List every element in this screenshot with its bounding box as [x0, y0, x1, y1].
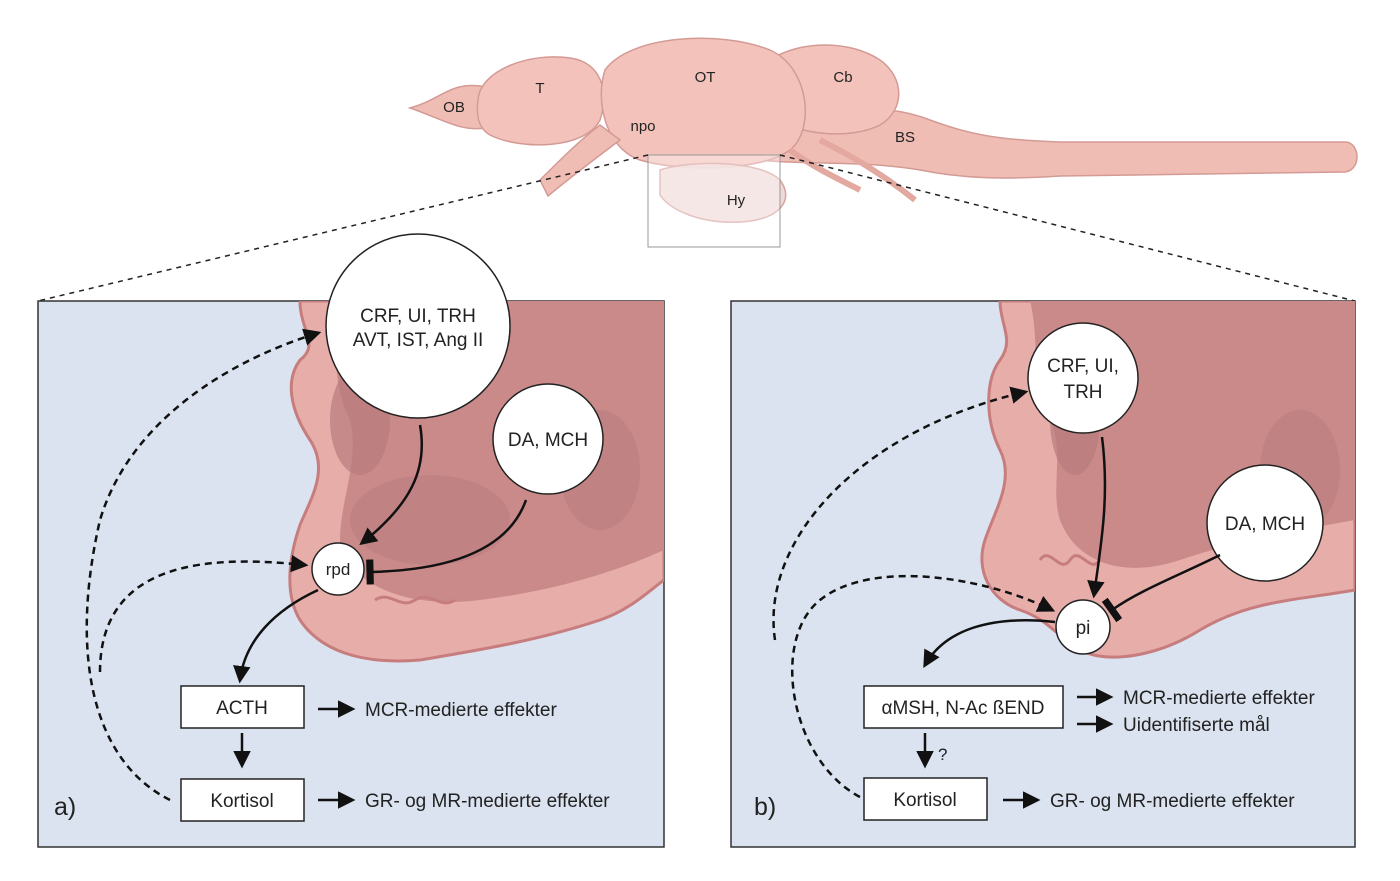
hormone-box-a	[180, 685, 305, 729]
hypothalamic-factors-node-b	[1027, 322, 1139, 434]
stimulation-arrow-a	[359, 424, 424, 546]
label-t: T	[535, 80, 544, 97]
feedback-pi-b	[791, 574, 1056, 799]
cortisol-effect-b: GR- og MR-medierte effekter	[1050, 791, 1295, 812]
optic-tectum	[600, 37, 807, 169]
brainstem	[759, 107, 1358, 179]
stimulation-arrow-b	[1087, 436, 1107, 599]
panel-tag-a: a)	[54, 793, 76, 821]
label-npo: npo	[630, 118, 655, 135]
hormone-effect-2-b: Uidentifiserte mål	[1123, 715, 1270, 736]
cortisol-label-a: Kortisol	[210, 791, 273, 812]
inhibitor-node-a	[492, 383, 604, 495]
panel-a: CRF, UI, TRH AVT, IST, Ang II DA, MCH rp…	[37, 233, 665, 848]
inhibitor-label-a: DA, MCH	[508, 430, 588, 451]
target-cell-node-a	[311, 542, 365, 596]
label-ob: OB	[443, 99, 465, 116]
panel-tag-b: b)	[754, 793, 776, 821]
hypothalamic-factors-line1-a: CRF, UI, TRH	[360, 306, 476, 327]
target-cell-label-b: pi	[1076, 618, 1091, 639]
projection-line-right	[779, 154, 1356, 302]
projection-line-left	[37, 154, 649, 302]
inhibition-arrow-b	[1101, 553, 1221, 623]
cortisol-label-b: Kortisol	[893, 790, 956, 811]
hormone-label-b: αMSH, N-Ac ßEND	[882, 698, 1045, 719]
zoom-box	[647, 154, 781, 248]
hormone-effect-a: MCR-medierte effekter	[365, 700, 557, 721]
optic-nerve	[539, 124, 622, 198]
inhibition-arrow-a	[366, 499, 528, 585]
target-cell-node-b	[1055, 599, 1111, 655]
hypothalamic-factors-line2-b: TRH	[1063, 382, 1102, 403]
label-ot: OT	[695, 69, 716, 86]
fish-brain-illustration: OB T OT Cb npo BS Hy	[407, 37, 1358, 248]
hypothalamus	[659, 162, 787, 223]
hypothalamic-factors-node-a	[325, 233, 511, 419]
hypothalamic-factors-line2-a: AVT, IST, Ang II	[353, 330, 484, 351]
secretion-arrow-a	[233, 588, 319, 684]
inhibitor-node-b	[1206, 464, 1324, 582]
panel-b: CRF, UI, TRH DA, MCH pi αMSH, N-Ac ßEND …	[730, 300, 1356, 848]
feedback-hypothalamus-b	[772, 386, 1029, 641]
feedback-rpd-a	[98, 554, 309, 673]
cortisol-box-b	[863, 777, 988, 821]
hormone-label-a: ACTH	[216, 698, 268, 719]
target-cell-label-a: rpd	[326, 560, 351, 579]
uncertain-mark-b: ?	[938, 745, 947, 764]
label-cb: Cb	[833, 69, 852, 86]
hormone-effect-1-b: MCR-medierte effekter	[1123, 688, 1315, 709]
cortisol-effect-a: GR- og MR-medierte effekter	[365, 791, 610, 812]
cortisol-box-a	[180, 778, 305, 822]
inhibitor-label-b: DA, MCH	[1225, 514, 1305, 535]
secretion-arrow-b	[923, 619, 1056, 669]
label-bs: BS	[895, 129, 915, 146]
telencephalon	[476, 56, 605, 146]
label-hy: Hy	[727, 192, 746, 209]
hormone-box-b	[863, 685, 1064, 729]
hypothalamic-factors-line1-b: CRF, UI,	[1047, 356, 1119, 377]
